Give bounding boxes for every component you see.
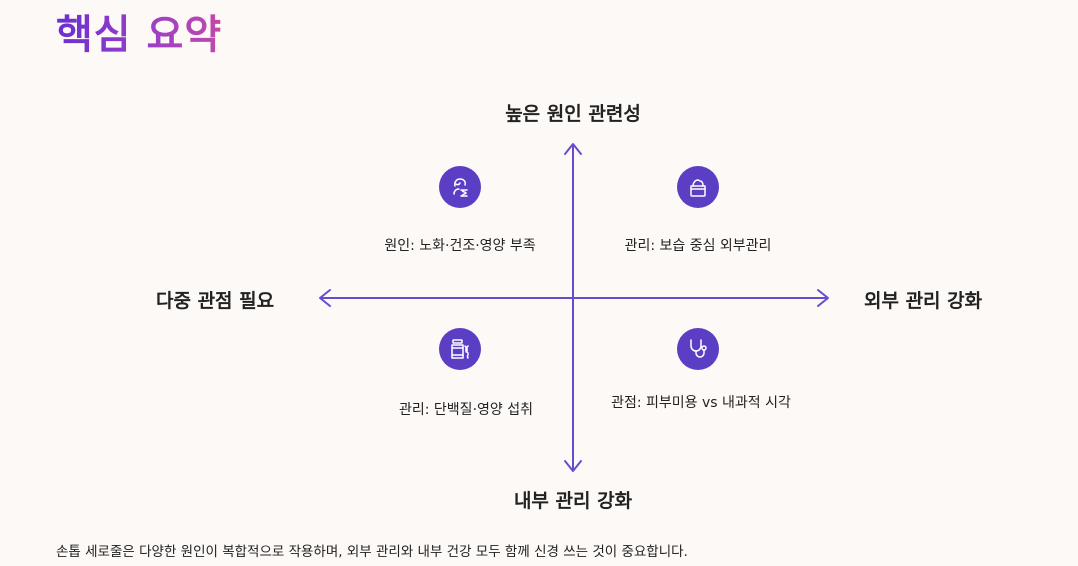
quadrant-text-bottom-right: 관점: 피부미용 vs 내과적 시각	[611, 395, 791, 411]
arrow-right-icon	[817, 289, 829, 307]
quadrant-text-top-right: 관리: 보습 중심 외부관리	[624, 238, 772, 254]
axis-label-left: 다중 관점 필요	[156, 290, 275, 312]
arrow-up-icon	[564, 143, 582, 155]
page-title: 핵심 요약	[56, 2, 222, 60]
axis-label-top: 높은 원인 관련성	[505, 103, 641, 125]
summary-footer: 손톱 세로줄은 다양한 원인이 복합적으로 작용하며, 외부 관리와 내부 건강…	[56, 544, 688, 560]
axis-label-bottom: 내부 관리 강화	[513, 490, 633, 512]
arrow-down-icon	[564, 460, 582, 472]
supplement-bottle-icon	[439, 328, 481, 370]
stethoscope-icon	[677, 328, 719, 370]
arrow-left-icon	[319, 289, 331, 307]
quadrant-text-top-left: 원인: 노화·건조·영양 부족	[384, 238, 536, 254]
axis-label-right: 외부 관리 강화	[864, 290, 983, 312]
cream-jar-icon	[677, 166, 719, 208]
quadrant-text-bottom-left: 관리: 단백질·영양 섭취	[399, 402, 533, 418]
person-hourglass-icon	[439, 166, 481, 208]
